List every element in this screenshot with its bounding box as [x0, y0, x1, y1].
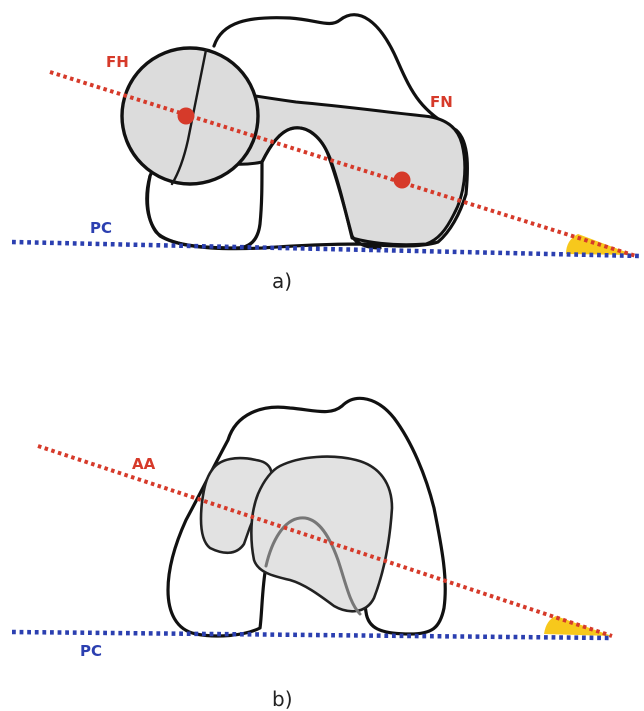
panel-b-posterior-condylar-line — [11, 629, 613, 641]
panel-b-anatomical-axis-line — [37, 444, 613, 638]
label-aa: AA — [132, 455, 156, 473]
panel-a-inner-condyle — [260, 126, 382, 250]
panel-b: AA PC b) — [11, 396, 613, 711]
panel-a-posterior-condylar-line — [11, 239, 641, 259]
panel-b-trochlear-arch — [264, 516, 362, 616]
panel-b-lateral-condyle — [250, 455, 394, 613]
label-fh: FH — [106, 53, 129, 71]
label-fn: FN — [430, 93, 453, 111]
panel-a-head-meridian — [170, 48, 208, 186]
caption-b: b) — [272, 687, 293, 711]
panel-a: FH FN PC a) — [11, 13, 641, 293]
panel-a-neck-axis-line — [49, 70, 637, 258]
label-pc-b: PC — [80, 642, 102, 660]
caption-a: a) — [272, 269, 292, 293]
panel-a-neck-center-point — [393, 171, 411, 189]
panel-b-medial-condyle — [199, 456, 273, 555]
panel-a-head-center-point — [177, 107, 195, 125]
label-pc-a: PC — [90, 219, 112, 237]
